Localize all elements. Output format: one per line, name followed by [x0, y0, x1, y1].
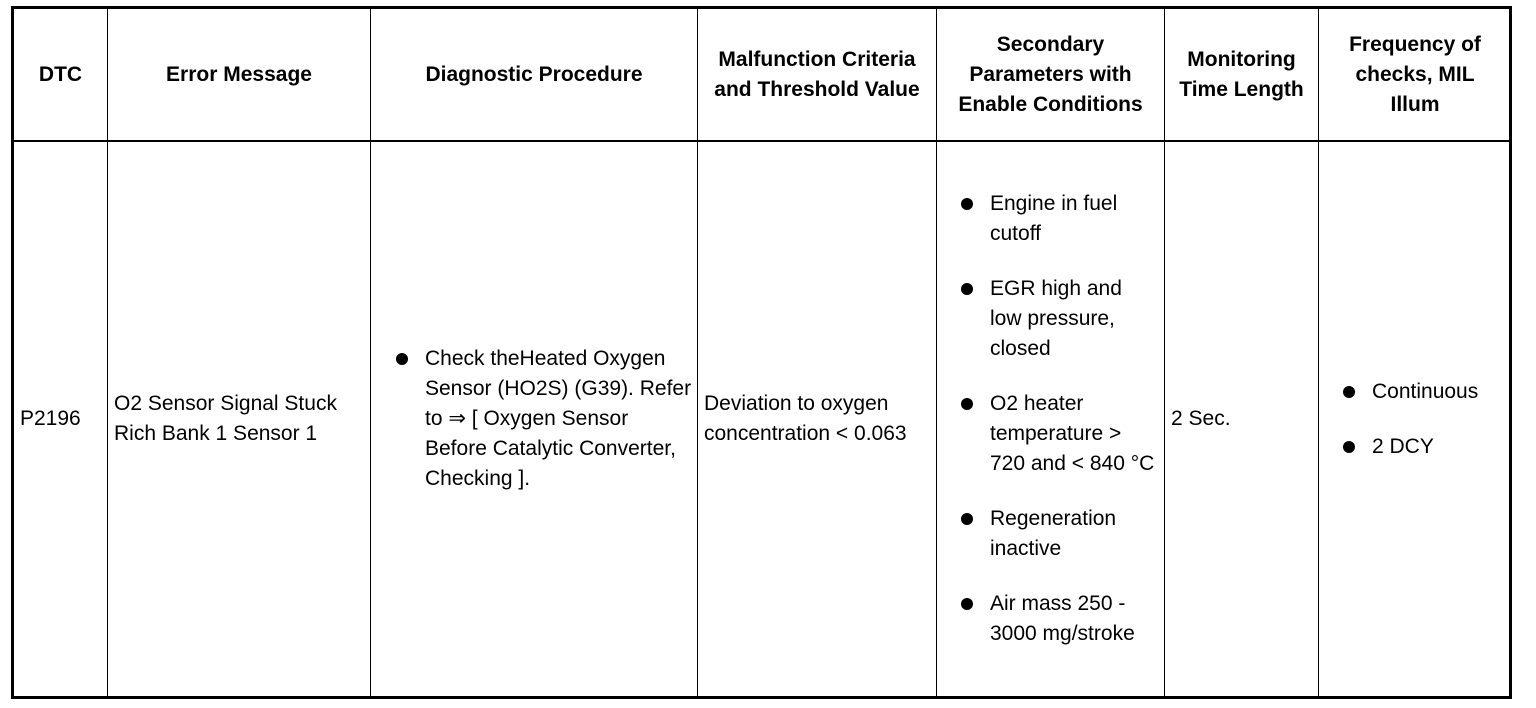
header-monitoring-time: Monitoring Time Length [1170, 9, 1313, 140]
cell-secondary-parameters: Engine in fuel cutoff EGR high and low p… [957, 142, 1157, 696]
header-secondary-parameters: Secondary Parameters with Enable Conditi… [944, 9, 1157, 140]
header-divider [14, 140, 1509, 142]
column-divider [1318, 9, 1319, 696]
header-diagnostic-procedure: Diagnostic Procedure [371, 9, 697, 140]
header-dtc-label: DTC [38, 62, 83, 86]
header-error-message-label: Error Message [166, 62, 312, 86]
header-diagnostic-procedure-label: Diagnostic Procedure [425, 62, 643, 86]
list-item: Check theHeated Oxygen Sensor (HO2S) (G3… [392, 344, 692, 494]
cell-diagnostic-procedure: Check theHeated Oxygen Sensor (HO2S) (G3… [392, 142, 692, 696]
column-divider [1164, 9, 1165, 696]
header-error-message: Error Message [108, 9, 370, 140]
malfunction-criteria-text: Deviation to oxygen concentration < 0.06… [704, 392, 907, 445]
header-frequency-label: Frequency of checks, MIL Illum [1349, 32, 1481, 116]
diagnostic-procedure-list: Check theHeated Oxygen Sensor (HO2S) (G3… [392, 344, 692, 494]
list-item: 2 DCY [1339, 432, 1478, 462]
list-item: Engine in fuel cutoff [957, 189, 1157, 249]
dtc-table: DTC Error Message Diagnostic Procedure M… [11, 6, 1512, 699]
header-frequency: Frequency of checks, MIL Illum [1330, 9, 1500, 140]
dtc-code: P2196 [20, 407, 81, 430]
cell-malfunction-criteria: Deviation to oxygen concentration < 0.06… [698, 142, 928, 696]
frequency-list: Continuous 2 DCY [1339, 377, 1478, 462]
header-malfunction-criteria-label: Malfunction Criteria and Threshold Value [714, 47, 920, 101]
cell-frequency: Continuous 2 DCY [1339, 142, 1509, 696]
column-divider [370, 9, 371, 696]
list-item: Continuous [1339, 377, 1478, 407]
column-divider [697, 9, 698, 696]
column-divider [107, 9, 108, 696]
header-dtc: DTC [14, 9, 107, 140]
list-item: Air mass 250 - 3000 mg/stroke [957, 589, 1157, 649]
header-secondary-parameters-label: Secondary Parameters with Enable Conditi… [958, 32, 1143, 116]
cell-dtc: P2196 [14, 142, 107, 696]
header-malfunction-criteria: Malfunction Criteria and Threshold Value [704, 9, 930, 140]
list-item: O2 heater temperature > 720 and < 840 °C [957, 389, 1157, 479]
list-item: Regeneration inactive [957, 504, 1157, 564]
header-monitoring-time-label: Monitoring Time Length [1179, 47, 1304, 101]
cell-monitoring-time: 2 Sec. [1165, 142, 1317, 696]
list-item: EGR high and low pressure, closed [957, 274, 1157, 364]
cell-error-message: O2 Sensor Signal Stuck Rich Bank 1 Senso… [108, 142, 358, 696]
monitoring-time-text: 2 Sec. [1171, 407, 1231, 430]
error-message-text: O2 Sensor Signal Stuck Rich Bank 1 Senso… [114, 392, 337, 445]
column-divider [936, 9, 937, 696]
secondary-parameters-list: Engine in fuel cutoff EGR high and low p… [957, 189, 1157, 649]
